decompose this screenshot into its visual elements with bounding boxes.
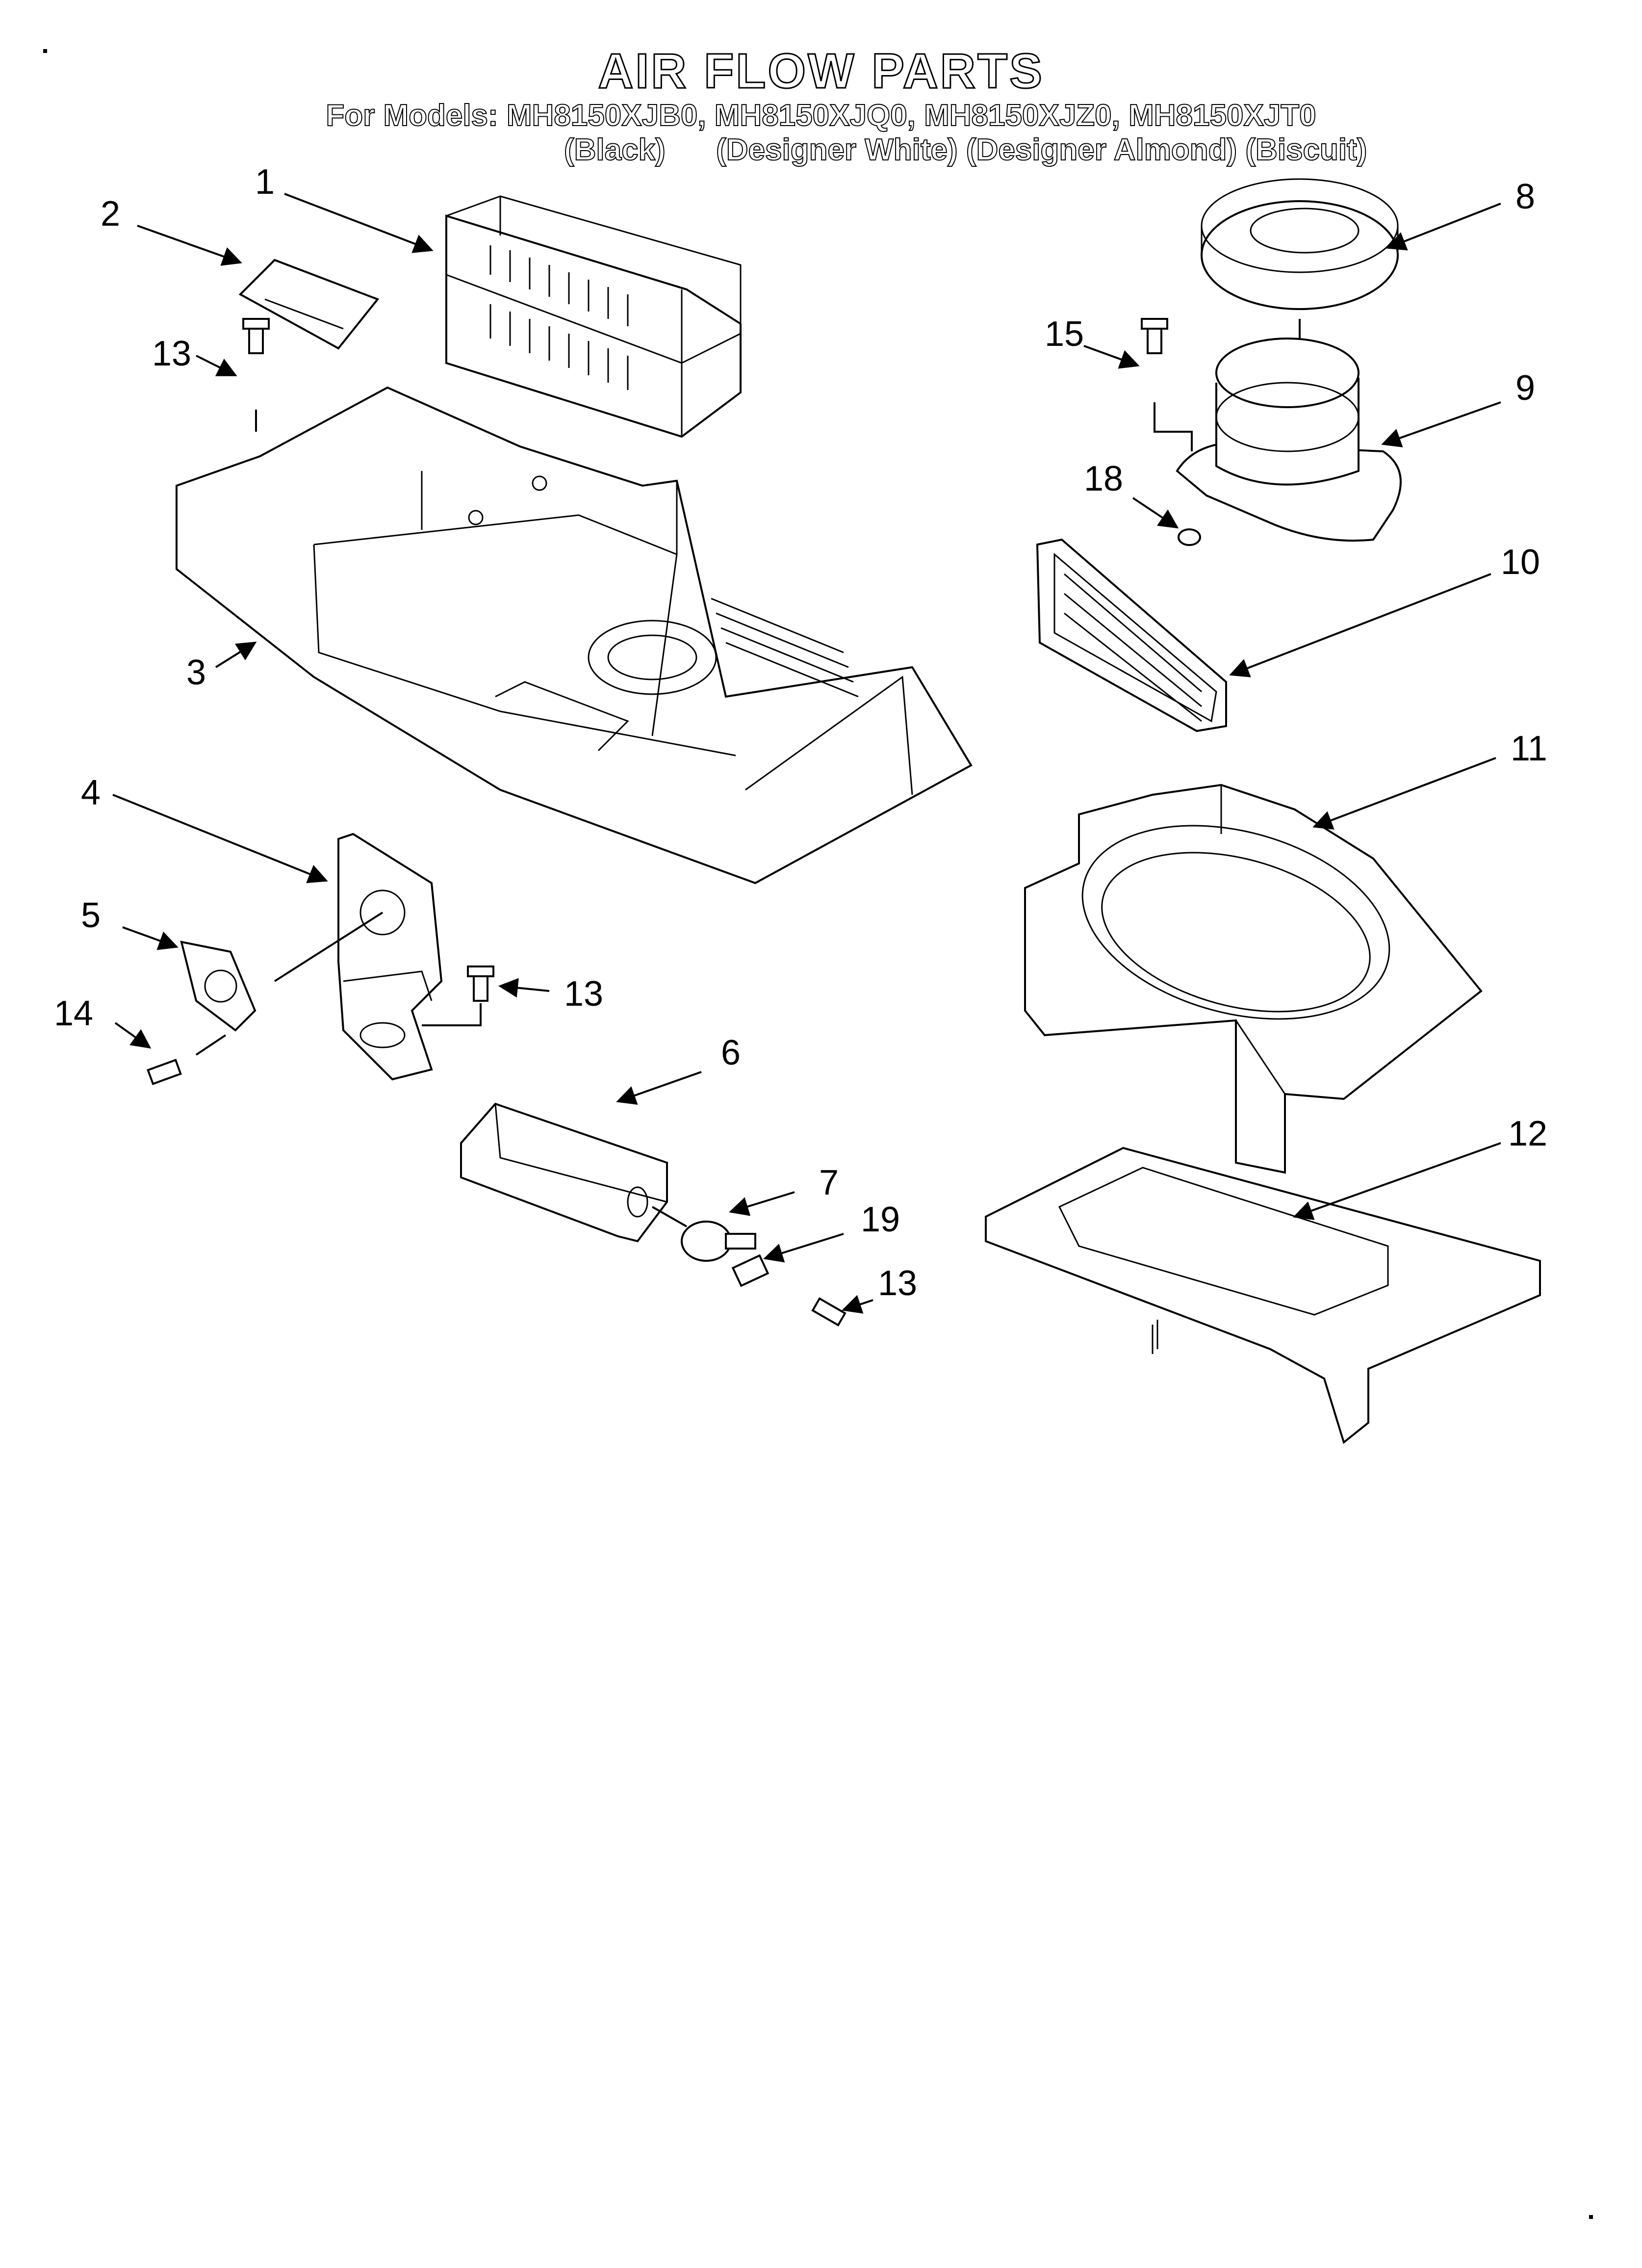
corner-mark	[1589, 2215, 1593, 2219]
part-4-bracket	[337, 833, 443, 1081]
page-title: AIR FLOW PARTS	[597, 44, 1044, 99]
model-list: For Models: MH8150XJB0, MH8150XJQ0, MH81…	[325, 98, 1316, 133]
part-8-filter-ring	[1201, 178, 1399, 348]
part-6-light-housing	[460, 1102, 668, 1243]
callout-4: 4	[81, 773, 101, 812]
part-12-base-plate	[985, 1147, 1541, 1444]
callout-14: 14	[54, 994, 93, 1033]
part-13-screw-top	[242, 318, 270, 432]
callout-11: 11	[1511, 729, 1547, 768]
callout-18: 18	[1084, 459, 1123, 498]
part-15-screw	[1141, 318, 1193, 451]
callout-8: 8	[1515, 177, 1535, 216]
callout-12: 12	[1508, 1114, 1547, 1153]
callout-7: 7	[819, 1163, 839, 1202]
callout-19: 19	[861, 1200, 900, 1239]
model-variants: (Black) (Designer White) (Designer Almon…	[564, 132, 1367, 167]
callout-6: 6	[721, 1033, 741, 1072]
part-3-air-duct	[176, 386, 973, 885]
part-11-blower-housing	[1024, 783, 1483, 1174]
part-10-grease-filter	[1036, 538, 1227, 732]
part-19-socket	[731, 1254, 770, 1287]
callout-15: 15	[1045, 314, 1084, 354]
part-2-damper	[238, 259, 380, 350]
part-9-fan-housing	[1176, 338, 1402, 542]
part-13-screw-bracket	[467, 965, 494, 1002]
callout-13: 13	[152, 334, 191, 373]
part-14-screw	[147, 1059, 182, 1085]
callout-1: 1	[255, 162, 275, 202]
part-5-thermostat	[180, 940, 257, 1032]
callout-13: 13	[564, 974, 603, 1014]
part-1-vent-grille	[445, 195, 742, 438]
part-13-screw-socket	[811, 1297, 847, 1327]
part-7-bulb	[681, 1221, 756, 1262]
callout-10: 10	[1501, 543, 1540, 582]
callout-labels: 1 2 13 3 4 5 13 14 6 7 19 13 8 15 9 18 1…	[54, 162, 1547, 1303]
callout-3: 3	[186, 653, 206, 692]
callout-2: 2	[101, 194, 120, 234]
leader-lines	[112, 193, 1501, 1314]
callout-5: 5	[81, 896, 101, 935]
callout-13: 13	[878, 1264, 917, 1303]
part-18-grommet	[1178, 528, 1201, 546]
callout-9: 9	[1515, 368, 1535, 408]
corner-mark	[43, 49, 47, 53]
page-header: AIR FLOW PARTS For Models: MH8150XJB0, M…	[0, 44, 1642, 133]
